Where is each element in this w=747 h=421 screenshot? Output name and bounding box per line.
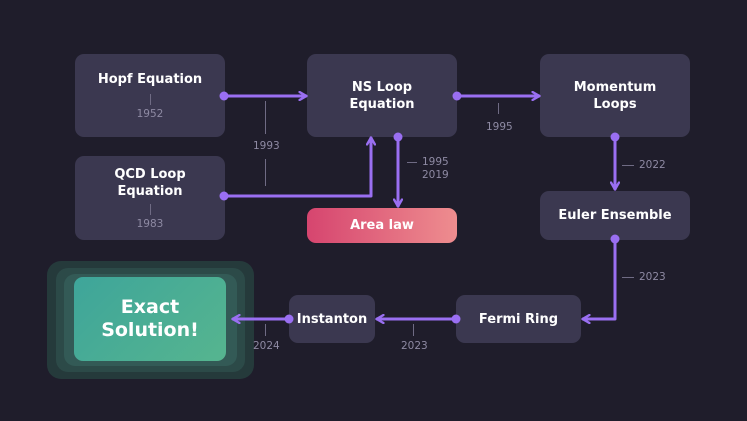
- edge-fermi-to-instanton-start-dot: [451, 314, 461, 324]
- node-qcd-loop-equation-year: 1983: [136, 217, 164, 230]
- node-hopf-equation-title: Hopf Equation: [97, 71, 203, 87]
- node-exact-solution-title: Exact Solution!: [101, 296, 199, 341]
- edge-ns-to-area-start-dot: [393, 132, 403, 142]
- node-hopf-equation-tick: [149, 93, 151, 105]
- edge-label-1995-momentum: 1995: [486, 121, 513, 133]
- edge-label-2019-area: 2019: [422, 169, 449, 181]
- edge-momentum-to-euler-start-dot: [610, 132, 620, 142]
- node-exact-solution[interactable]: Exact Solution!: [74, 277, 226, 361]
- node-momentum-loops[interactable]: Momentum Loops: [540, 54, 690, 137]
- node-hopf-equation-year: 1952: [136, 107, 164, 120]
- node-hopf-equation[interactable]: Hopf Equation 1952: [75, 54, 225, 137]
- node-instanton-title: Instanton: [296, 311, 368, 327]
- node-fermi-ring-title: Fermi Ring: [478, 311, 559, 327]
- edge-qcd-to-ns-start-dot: [219, 191, 229, 201]
- node-qcd-loop-equation-title: QCD Loop Equation: [114, 166, 186, 199]
- node-ns-loop-equation-title: NS Loop Equation: [349, 79, 415, 112]
- node-qcd-loop-equation[interactable]: QCD Loop Equation 1983: [75, 156, 225, 240]
- edge-euler-to-fermi: [583, 237, 617, 319]
- edge-qcd-to-ns: [222, 138, 371, 198]
- node-euler-ensemble[interactable]: Euler Ensemble: [540, 191, 690, 240]
- edge-label-2022: 2022: [639, 159, 666, 171]
- node-euler-ensemble-title: Euler Ensemble: [558, 208, 672, 223]
- edge-ns-to-momentum-start-dot: [452, 91, 462, 101]
- node-instanton[interactable]: Instanton: [289, 295, 375, 343]
- edge-euler-to-fermi-start-dot: [610, 234, 620, 244]
- edge-label-2023-fermi: 2023: [401, 340, 428, 352]
- edge-instanton-to-exact-start-dot: [284, 314, 294, 324]
- edge-label-2024: 2024: [253, 340, 280, 352]
- edge-label-1995-area: 1995: [422, 156, 449, 168]
- edge-label-1993: 1993: [253, 140, 280, 152]
- node-qcd-loop-equation-tick: [149, 203, 151, 215]
- edge-hopf-to-ns-start-dot: [219, 91, 229, 101]
- node-area-law[interactable]: Area law: [307, 208, 457, 243]
- edge-label-2023-euler: 2023: [639, 271, 666, 283]
- node-area-law-title: Area law: [350, 218, 414, 233]
- node-ns-loop-equation[interactable]: NS Loop Equation: [307, 54, 457, 137]
- node-fermi-ring[interactable]: Fermi Ring: [456, 295, 581, 343]
- node-momentum-loops-title: Momentum Loops: [573, 79, 657, 112]
